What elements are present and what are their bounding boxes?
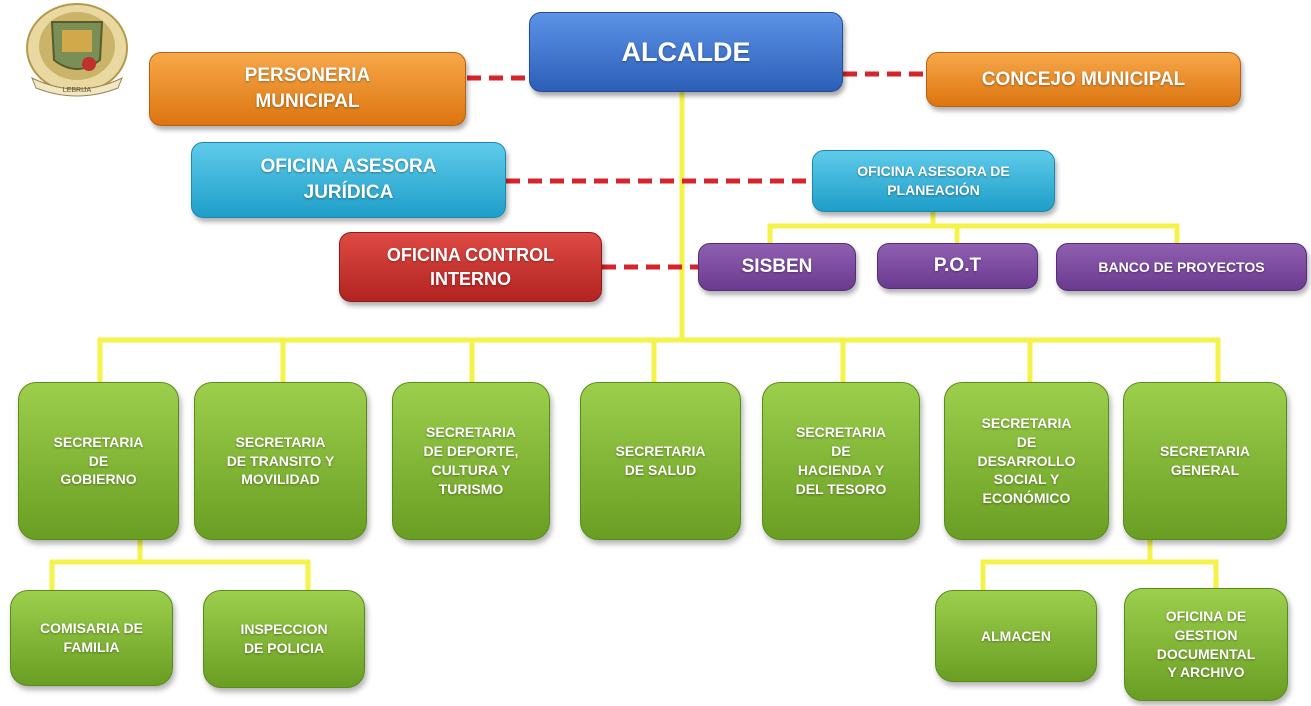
concejo-box[interactable]: CONCEJO MUNICIPAL: [926, 52, 1241, 107]
secretaria-gobierno-box[interactable]: SECRETARIA DE GOBIERNO: [18, 382, 179, 540]
comisaria-familia-box[interactable]: COMISARIA DE FAMILIA: [10, 590, 173, 686]
asesora-juridica-label: OFICINA ASESORA JURÍDICA: [260, 156, 437, 203]
comisaria-familia-label: COMISARIA DE FAMILIA: [40, 620, 143, 655]
svg-text:LEBRIJA: LEBRIJA: [63, 87, 92, 94]
concejo-label: CONCEJO MUNICIPAL: [981, 68, 1186, 90]
connector-gobierno-subs: [49, 537, 311, 593]
alcalde-box[interactable]: ALCALDE: [529, 12, 843, 92]
personeria-label: PERSONERIA MUNICIPAL: [244, 65, 371, 112]
asesora-juridica-box[interactable]: OFICINA ASESORA JURÍDICA: [191, 142, 506, 218]
pot-label: P.O.T: [933, 255, 982, 277]
banco-proyectos-box[interactable]: BANCO DE PROYECTOS: [1056, 243, 1307, 291]
secretaria-salud-box[interactable]: SECRETARIA DE SALUD: [580, 382, 741, 540]
pot-box[interactable]: P.O.T: [877, 243, 1038, 289]
control-interno-label: OFICINA CONTROL INTERNO: [386, 244, 555, 289]
inspeccion-policia-label: INSPECCION DE POLICIA: [240, 621, 328, 656]
municipal-seal-logo: LEBRIJA: [26, 3, 128, 97]
almacen-box[interactable]: ALMACEN: [935, 590, 1097, 682]
secretaria-transito-box[interactable]: SECRETARIA DE TRANSITO Y MOVILIDAD: [194, 382, 367, 540]
almacen-label: ALMACEN: [981, 627, 1051, 644]
asesora-planeacion-label: OFICINA ASESORA DE PLANEACIÓN: [857, 163, 1010, 198]
alcalde-label: ALCALDE: [621, 36, 751, 67]
secretaria-deporte-label: SECRETARIA DE DEPORTE, CULTURA Y TURISMO: [423, 424, 519, 497]
gestion-documental-label: OFICINA DE GESTION DOCUMENTAL Y ARCHIVO: [1156, 607, 1256, 681]
banco-proyectos-label: BANCO DE PROYECTOS: [1098, 258, 1265, 275]
secretaria-deporte-box[interactable]: SECRETARIA DE DEPORTE, CULTURA Y TURISMO: [392, 382, 550, 540]
secretaria-hacienda-box[interactable]: SECRETARIA DE HACIENDA Y DEL TESORO: [762, 382, 920, 540]
inspeccion-policia-box[interactable]: INSPECCION DE POLICIA: [203, 590, 365, 688]
gestion-documental-box[interactable]: OFICINA DE GESTION DOCUMENTAL Y ARCHIVO: [1124, 588, 1288, 701]
secretaria-gobierno-label: SECRETARIA DE GOBIERNO: [53, 433, 144, 488]
control-interno-box[interactable]: OFICINA CONTROL INTERNO: [339, 232, 602, 302]
secretaria-general-box[interactable]: SECRETARIA GENERAL: [1123, 382, 1287, 540]
secretaria-salud-label: SECRETARIA DE SALUD: [615, 443, 706, 478]
sisben-label: SISBEN: [741, 256, 813, 278]
secretaria-general-label: SECRETARIA GENERAL: [1160, 443, 1250, 478]
connector-planeacion: [767, 207, 1180, 247]
asesora-planeacion-box[interactable]: OFICINA ASESORA DE PLANEACIÓN: [812, 150, 1055, 212]
secretaria-hacienda-label: SECRETARIA DE HACIENDA Y DEL TESORO: [795, 424, 887, 497]
secretaria-desarrollo-box[interactable]: SECRETARIA DE DESARROLLO SOCIAL Y ECONÓM…: [944, 382, 1109, 540]
personeria-box[interactable]: PERSONERIA MUNICIPAL: [149, 52, 466, 126]
secretaria-desarrollo-label: SECRETARIA DE DESARROLLO SOCIAL Y ECONÓM…: [977, 414, 1076, 507]
secretaria-transito-label: SECRETARIA DE TRANSITO Y MOVILIDAD: [226, 433, 335, 488]
connector-general-subs: [980, 537, 1219, 593]
sisben-box[interactable]: SISBEN: [698, 243, 856, 291]
